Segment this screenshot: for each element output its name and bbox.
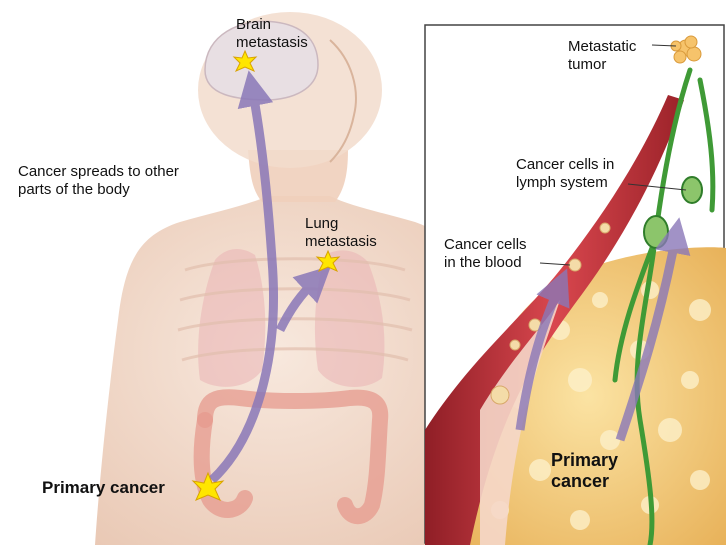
lung-label-line1: Lung (305, 215, 377, 233)
metastatic-line2: tumor (568, 56, 636, 74)
metastatic-tumor-label: Metastatic tumor (568, 38, 636, 74)
brain-label-line1: Brain (236, 16, 308, 34)
cancer-spreads-label: Cancer spreads to other parts of the bod… (18, 163, 179, 199)
primary-right-line2: cancer (551, 471, 618, 492)
lymph-line1: Cancer cells in (516, 156, 614, 174)
lung-label-line2: metastasis (305, 233, 377, 251)
brain-label-line2: metastasis (236, 34, 308, 52)
primary-cancer-label-right: Primary cancer (551, 450, 618, 492)
spreads-line2: parts of the body (18, 181, 179, 199)
blood-cells-label: Cancer cells in the blood (444, 236, 527, 272)
primary-right-line1: Primary (551, 450, 618, 471)
lymph-system-label: Cancer cells in lymph system (516, 156, 614, 192)
primary-cancer-label-left: Primary cancer (42, 478, 165, 498)
spreads-line1: Cancer spreads to other (18, 163, 179, 181)
brain-metastasis-label: Brain metastasis (236, 16, 308, 52)
blood-line1: Cancer cells (444, 236, 527, 254)
lymph-line2: lymph system (516, 174, 614, 192)
blood-line2: in the blood (444, 254, 527, 272)
metastatic-line1: Metastatic (568, 38, 636, 56)
lung-metastasis-label: Lung metastasis (305, 215, 377, 251)
